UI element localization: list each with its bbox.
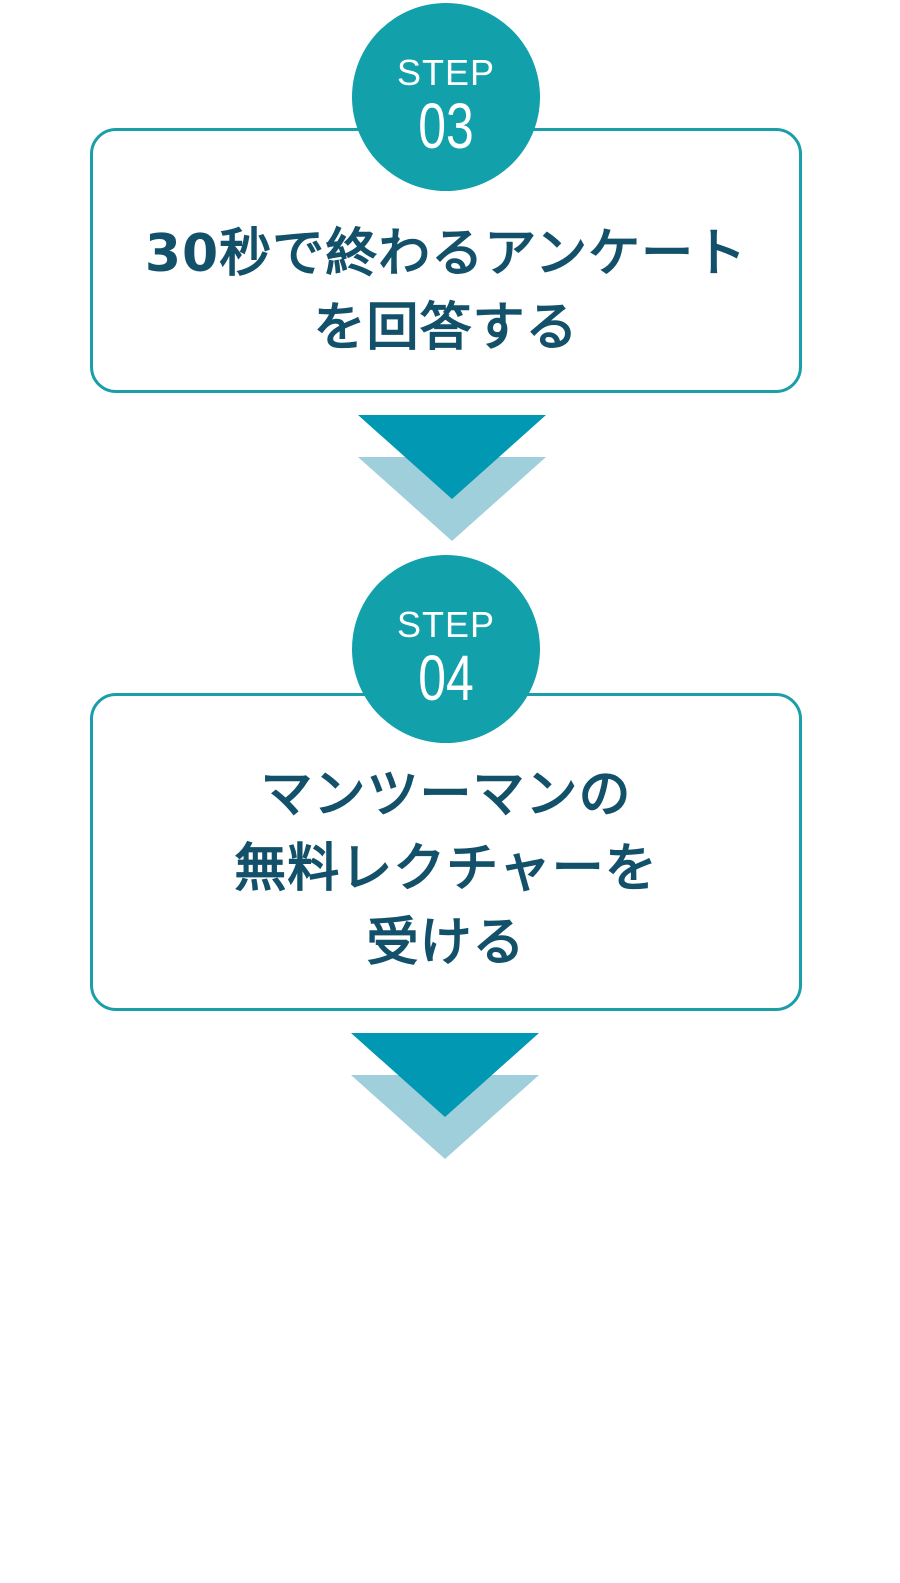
step-04-number: 04 xyxy=(418,642,474,714)
chevron-down-icon xyxy=(351,1033,539,1161)
step-04-line-1: マンツーマンの xyxy=(260,765,632,825)
step-04-line-2: 無料レクチャーを xyxy=(234,839,658,899)
step-04-card: マンツーマンの 無料レクチャーを 受ける xyxy=(90,693,802,1011)
step-03-label: STEP xyxy=(396,52,496,93)
step-04-description: マンツーマンの 無料レクチャーを 受ける xyxy=(93,758,799,980)
step-03-badge: STEP 03 xyxy=(352,3,540,191)
step-04-label: STEP xyxy=(396,604,496,645)
step-04-badge: STEP 04 xyxy=(352,555,540,743)
step-03-line-1: 30秒で終わるアンケート xyxy=(144,224,748,284)
step-03-number: 03 xyxy=(418,90,474,162)
step-03-description: 30秒で終わるアンケート を回答する xyxy=(93,217,799,365)
step-03-line-2: を回答する xyxy=(313,298,579,358)
step-04-line-3: 受ける xyxy=(366,913,526,973)
chevron-down-icon xyxy=(358,415,546,543)
